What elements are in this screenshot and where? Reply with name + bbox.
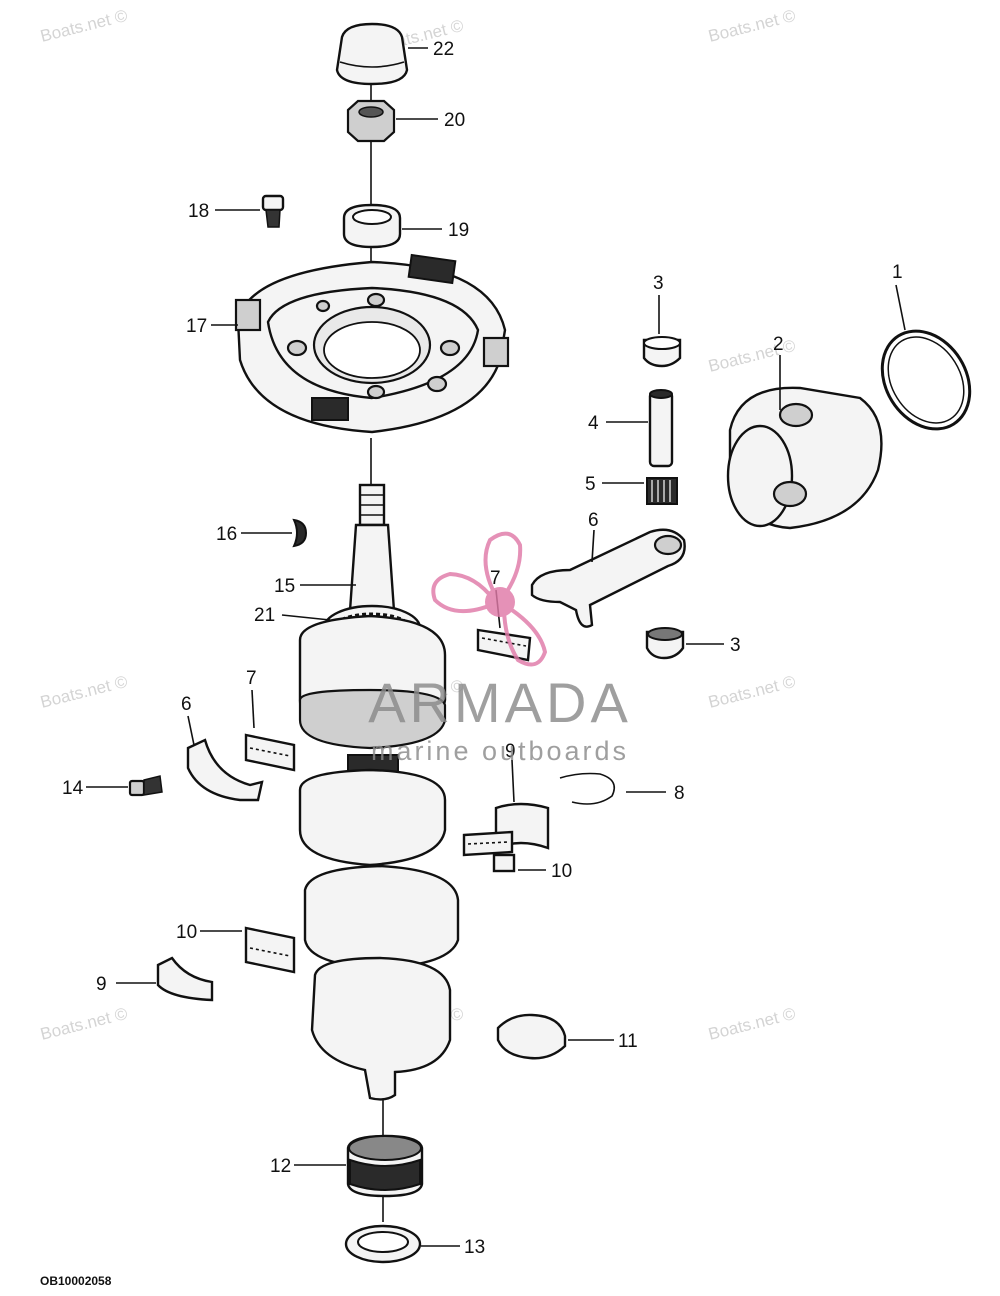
diagram-code: OB10002058 [40,1274,112,1288]
part-3-bushing [645,627,685,660]
part-5-needle-bearing [646,477,678,505]
part-18-screw [261,194,285,228]
part-19-washer [342,203,402,249]
part-16-key [292,518,308,548]
callout-numbers: 22 20 19 18 17 16 15 21 1 2 3 4 5 6 3 7 … [62,39,903,1258]
part-6-rod-cap [186,738,264,802]
watermark-boats-net: Boats.net © [706,672,797,712]
part-12-roller-bearing [346,1134,424,1198]
armada-brand-tagline: marine outboards [371,736,629,766]
callout-4: 4 [588,413,599,434]
part-7-bearing-cage [476,628,532,662]
watermark-boats-net: Boats.net © [38,672,129,712]
callout-9: 9 [505,741,516,762]
propeller-icon [431,531,548,667]
part-17-plate [234,253,510,434]
callout-6: 6 [588,510,599,531]
callout-14: 14 [62,778,84,799]
callout-16: 16 [216,524,237,545]
part-10-bearing-cage [462,830,516,873]
callout-2: 2 [773,334,784,355]
part-14-screw [128,775,163,797]
watermark-boats-net: Boats.net © [706,6,797,46]
part-4-pin [648,389,674,468]
callout-6: 6 [181,694,192,715]
callout-21: 21 [254,605,275,626]
part-13-seal [344,1224,422,1264]
callout-1: 1 [892,262,903,283]
callout-3: 3 [730,635,741,656]
callout-11: 11 [618,1031,638,1052]
callout-3: 3 [653,273,664,294]
callout-17: 17 [186,316,207,337]
callout-5: 5 [585,474,596,495]
callout-13: 13 [464,1237,485,1258]
part-22-cap [335,22,409,86]
part-15-crankshaft [298,483,460,1101]
armada-logo: ARMADA marine outboards [368,531,632,766]
part-8-retaining-ring [559,772,616,805]
watermark-boats-net: Boats.net © [38,1004,129,1044]
part-6-connecting-rod [530,528,686,628]
callout-19: 19 [448,220,469,241]
leader-lines [86,47,906,1247]
part-1-ring [880,329,972,431]
callout-15: 15 [274,576,295,597]
callout-7: 7 [246,668,257,689]
callout-10: 10 [176,922,197,943]
callout-8: 8 [674,783,685,804]
watermark-boats-net: Boats.net © [38,6,129,46]
part-9-bearing-half [156,956,214,1002]
callout-22: 22 [433,39,454,60]
callout-12: 12 [270,1156,291,1177]
part-20-nut [346,99,396,143]
watermark-boats-net: Boats.net © [706,336,797,376]
part-3-bushing [642,336,682,368]
callout-18: 18 [188,201,209,222]
watermark-boats-net: Boats.net © [706,1004,797,1044]
callout-20: 20 [444,110,465,131]
part-7-bearing-cage [244,733,296,772]
armada-brand-name: ARMADA [368,671,632,734]
callout-9: 9 [96,974,107,995]
callout-10: 10 [551,861,572,882]
part-11-ring [496,1013,567,1060]
part-2-piston [726,386,883,530]
callout-7: 7 [490,568,501,589]
part-10-bearing-cage [244,926,296,974]
